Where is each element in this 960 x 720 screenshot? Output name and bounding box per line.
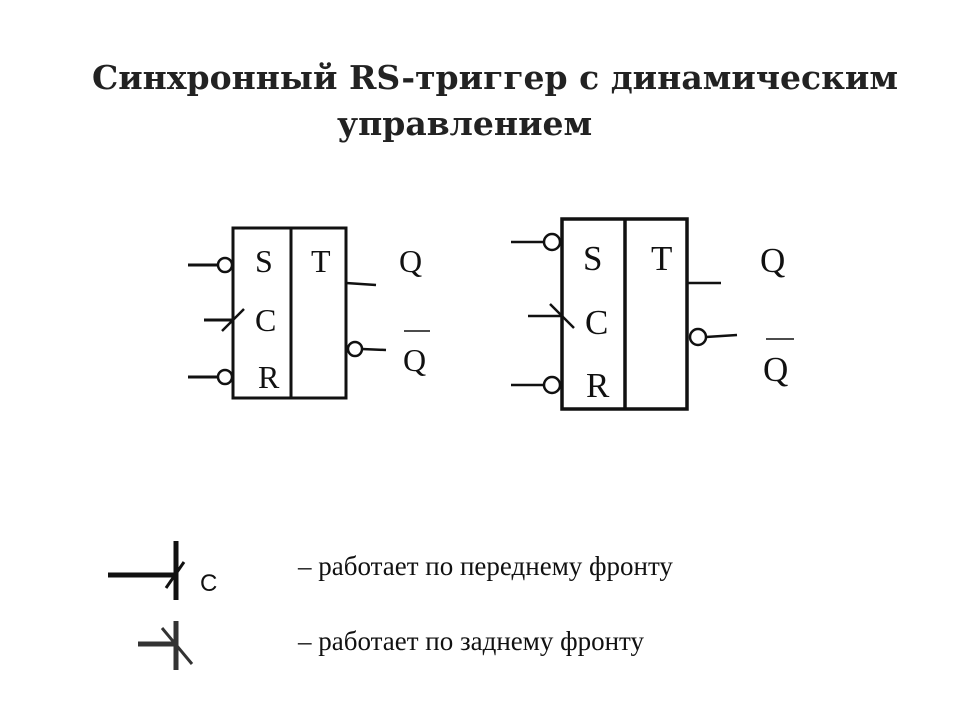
trigger-1-qbar-output-line (361, 347, 387, 352)
trigger-2-s-inverter (542, 232, 562, 252)
trigger-1-s-inverter (216, 256, 234, 274)
trigger-1 (188, 226, 430, 400)
trigger-1-qbar-inverter (346, 340, 364, 358)
legend-falling-edge-text: – работает по заднему фронту (298, 626, 645, 656)
trigger-2-qbar-label: Q (763, 350, 788, 389)
trigger-1-q-output-line (345, 281, 377, 287)
trigger-2-c-label: C (585, 303, 608, 342)
trigger-2 (511, 217, 794, 411)
trigger-1-r-inverter (216, 368, 234, 386)
trigger-1-q-label: Q (399, 243, 422, 279)
trigger-2-s-label: S (583, 239, 602, 278)
trigger-2-function-label: T (651, 239, 672, 278)
trigger-1-s-label: S (255, 243, 273, 279)
trigger-2-qbar-output-line (705, 333, 738, 339)
legend-rising-edge-symbol (108, 541, 186, 600)
trigger-1-c-label: C (255, 302, 276, 338)
legend-rising-edge-text: – работает по переднему фронту (298, 551, 673, 581)
trigger-2-q-label: Q (760, 241, 785, 280)
trigger-2-c-edge-mark (549, 303, 575, 329)
trigger-2-qbar-inverter (688, 327, 708, 347)
page-title-line-1: Синхронный RS-триггер с динамическим (91, 58, 899, 97)
trigger-1-c-edge-mark (221, 308, 245, 332)
legend-rising-edge-c-label: C (200, 570, 217, 597)
trigger-1-function-label: T (311, 243, 331, 279)
trigger-2-r-label: R (586, 366, 610, 405)
page-title-line-2: управлением (337, 104, 593, 143)
trigger-2-r-inverter (542, 375, 562, 395)
legend-falling-edge-symbol (138, 621, 194, 670)
trigger-1-r-label: R (258, 359, 280, 395)
trigger-1-qbar-label: Q (403, 342, 426, 378)
